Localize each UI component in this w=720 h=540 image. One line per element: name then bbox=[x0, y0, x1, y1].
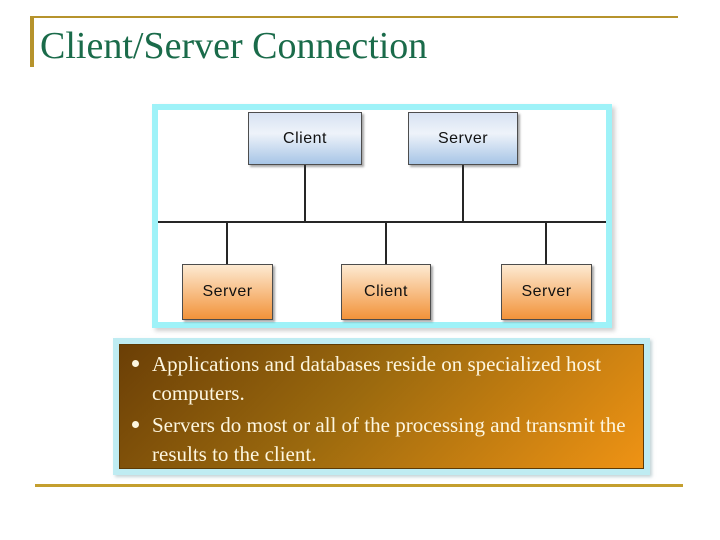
node-label: Server bbox=[521, 283, 572, 300]
bullet-text: Applications and databases reside on spe… bbox=[152, 352, 602, 405]
node-label: Client bbox=[364, 283, 408, 300]
top-rule bbox=[30, 16, 678, 18]
node-label: Server bbox=[437, 129, 489, 147]
bullet-callout-box: Applications and databases reside on spe… bbox=[113, 338, 650, 475]
list-item: Servers do most or all of the processing… bbox=[130, 411, 637, 469]
network-diagram: Client Server Server Client Server bbox=[152, 104, 612, 328]
title-accent-bar bbox=[30, 16, 34, 67]
network-bus-line bbox=[158, 221, 606, 223]
node-label: Client bbox=[283, 129, 327, 147]
node-server-bottom-left: Server bbox=[182, 264, 273, 320]
bottom-rule bbox=[35, 484, 683, 487]
node-server-top: Server bbox=[408, 112, 518, 165]
node-client-bottom: Client bbox=[341, 264, 431, 320]
bullet-icon bbox=[132, 421, 139, 428]
connector-line bbox=[462, 165, 464, 221]
network-diagram-canvas: Client Server Server Client Server bbox=[158, 110, 606, 322]
connector-line bbox=[385, 223, 387, 264]
bullet-icon bbox=[132, 360, 139, 367]
connector-line bbox=[304, 165, 306, 221]
page-title: Client/Server Connection bbox=[40, 25, 428, 67]
node-server-bottom-right: Server bbox=[501, 264, 592, 320]
node-client-top: Client bbox=[248, 112, 362, 165]
connector-line bbox=[545, 223, 547, 264]
node-label: Server bbox=[202, 283, 253, 300]
list-item: Applications and databases reside on spe… bbox=[130, 350, 637, 408]
bullet-callout-background: Applications and databases reside on spe… bbox=[119, 344, 644, 469]
connector-line bbox=[226, 223, 228, 264]
bullet-text: Servers do most or all of the processing… bbox=[152, 413, 626, 466]
